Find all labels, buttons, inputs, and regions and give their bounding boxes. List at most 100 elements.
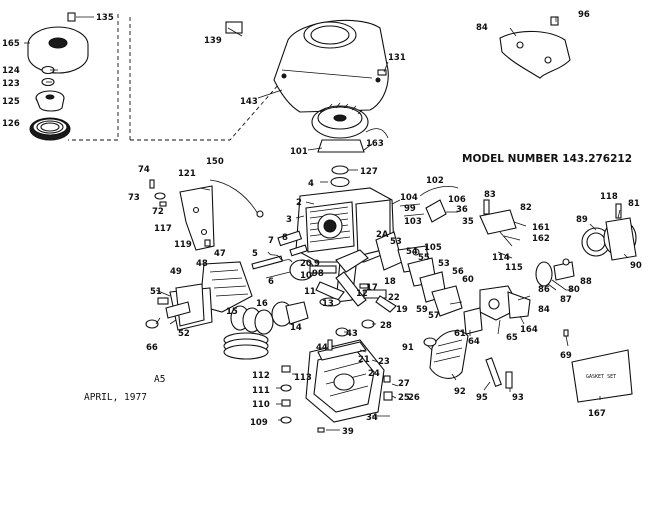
governor-linkage [479, 199, 521, 247]
callout-101: 101 [290, 147, 308, 157]
callout-61: 61 [454, 329, 466, 339]
carburetor-body [463, 285, 531, 335]
gasket-set: GASKET SET [571, 349, 633, 403]
callout-25: 25 [398, 393, 410, 403]
callout-150: 150 [206, 157, 224, 167]
cylinder-cover [499, 16, 571, 79]
callout-35: 35 [462, 217, 474, 227]
callout-84b: 84 [538, 305, 550, 315]
callout-49: 49 [170, 267, 182, 277]
decal-139 [225, 21, 243, 34]
callout-121: 121 [178, 169, 196, 179]
callout-109: 109 [250, 418, 268, 428]
fuel-filter-assembly [581, 203, 637, 261]
callout-21: 21 [358, 355, 370, 365]
callout-81: 81 [628, 199, 640, 209]
callout-52: 52 [178, 329, 190, 339]
callout-43: 43 [346, 329, 358, 339]
callout-112: 112 [252, 371, 270, 381]
starter-housing [27, 26, 89, 74]
callout-26: 26 [408, 393, 420, 403]
crankshaft [335, 249, 369, 307]
plug-27 [383, 375, 391, 383]
callout-124: 124 [2, 66, 20, 76]
recoil-spring [29, 117, 71, 141]
flywheel [311, 102, 389, 153]
callout-125: 125 [2, 97, 20, 107]
callout-167: 167 [588, 409, 606, 419]
callout-131: 131 [388, 53, 406, 63]
carburetor-intake [375, 231, 463, 317]
callout-53: 53 [390, 237, 402, 247]
callout-87: 87 [560, 295, 572, 305]
callout-114: 114 [492, 253, 510, 263]
callout-2: 2 [296, 198, 302, 208]
callout-102: 102 [426, 176, 444, 186]
bolt-95 [485, 357, 502, 388]
callout-14: 14 [290, 323, 302, 333]
pin-69 [563, 329, 569, 337]
callout-80: 80 [568, 285, 580, 295]
callout-27: 27 [398, 379, 410, 389]
callout-126: 126 [2, 119, 20, 129]
callout-119: 119 [174, 240, 192, 250]
callout-labels: 135 165 124 123 125 126 139 143 131 84 9… [2, 10, 642, 437]
washer-73 [154, 192, 166, 200]
callout-98: 98 [312, 269, 324, 279]
ignition-wire [209, 179, 259, 215]
callout-34: 34 [366, 413, 378, 423]
callout-17: 17 [366, 283, 378, 293]
callout-3: 3 [286, 215, 292, 225]
callout-135: 135 [96, 13, 114, 23]
blower-housing [225, 19, 389, 113]
callout-55: 55 [418, 253, 430, 263]
callout-165: 165 [2, 39, 20, 49]
callout-69: 69 [560, 351, 572, 361]
callout-56: 56 [452, 267, 464, 277]
callout-15: 15 [226, 307, 238, 317]
screw-135 [67, 12, 94, 22]
bolt-93 [505, 371, 513, 389]
callout-39: 39 [342, 427, 354, 437]
callout-8: 8 [282, 233, 288, 243]
callout-6: 6 [268, 277, 274, 287]
air-cleaner [423, 330, 469, 379]
oil-sump [305, 339, 385, 423]
plug-25 [383, 391, 393, 401]
engine-block [295, 187, 395, 263]
drain-parts [280, 365, 292, 424]
callout-164: 164 [520, 325, 538, 335]
callout-16: 16 [256, 299, 268, 309]
model-number-heading: MODEL NUMBER 143.276212 [462, 153, 632, 165]
piston-rings [230, 301, 309, 335]
callout-115: 115 [505, 263, 523, 273]
callout-9: 9 [314, 259, 320, 269]
callout-19: 19 [396, 305, 408, 315]
callout-82: 82 [520, 203, 532, 213]
callout-118: 118 [600, 192, 618, 202]
callout-90: 90 [630, 261, 642, 271]
screw-131 [377, 69, 387, 76]
callout-86: 86 [538, 285, 550, 295]
starter-pulley [35, 90, 65, 112]
callout-110: 110 [252, 400, 270, 410]
callout-11: 11 [304, 287, 316, 297]
callout-123: 123 [2, 79, 20, 89]
callout-92: 92 [454, 387, 466, 397]
callout-143: 143 [240, 97, 258, 107]
callout-103: 103 [404, 217, 422, 227]
gasket-rings [223, 332, 269, 360]
washer-4 [330, 176, 350, 188]
clip-72 [159, 201, 167, 207]
callout-161: 161 [532, 223, 550, 233]
screw-119 [204, 239, 211, 247]
callout-5: 5 [252, 249, 258, 259]
callout-44: 44 [316, 343, 328, 353]
callout-7: 7 [268, 236, 274, 246]
callout-57: 57 [428, 311, 440, 321]
leader-lines [24, 17, 629, 431]
callout-13: 13 [322, 299, 334, 309]
callout-2A: 2A [376, 230, 389, 240]
